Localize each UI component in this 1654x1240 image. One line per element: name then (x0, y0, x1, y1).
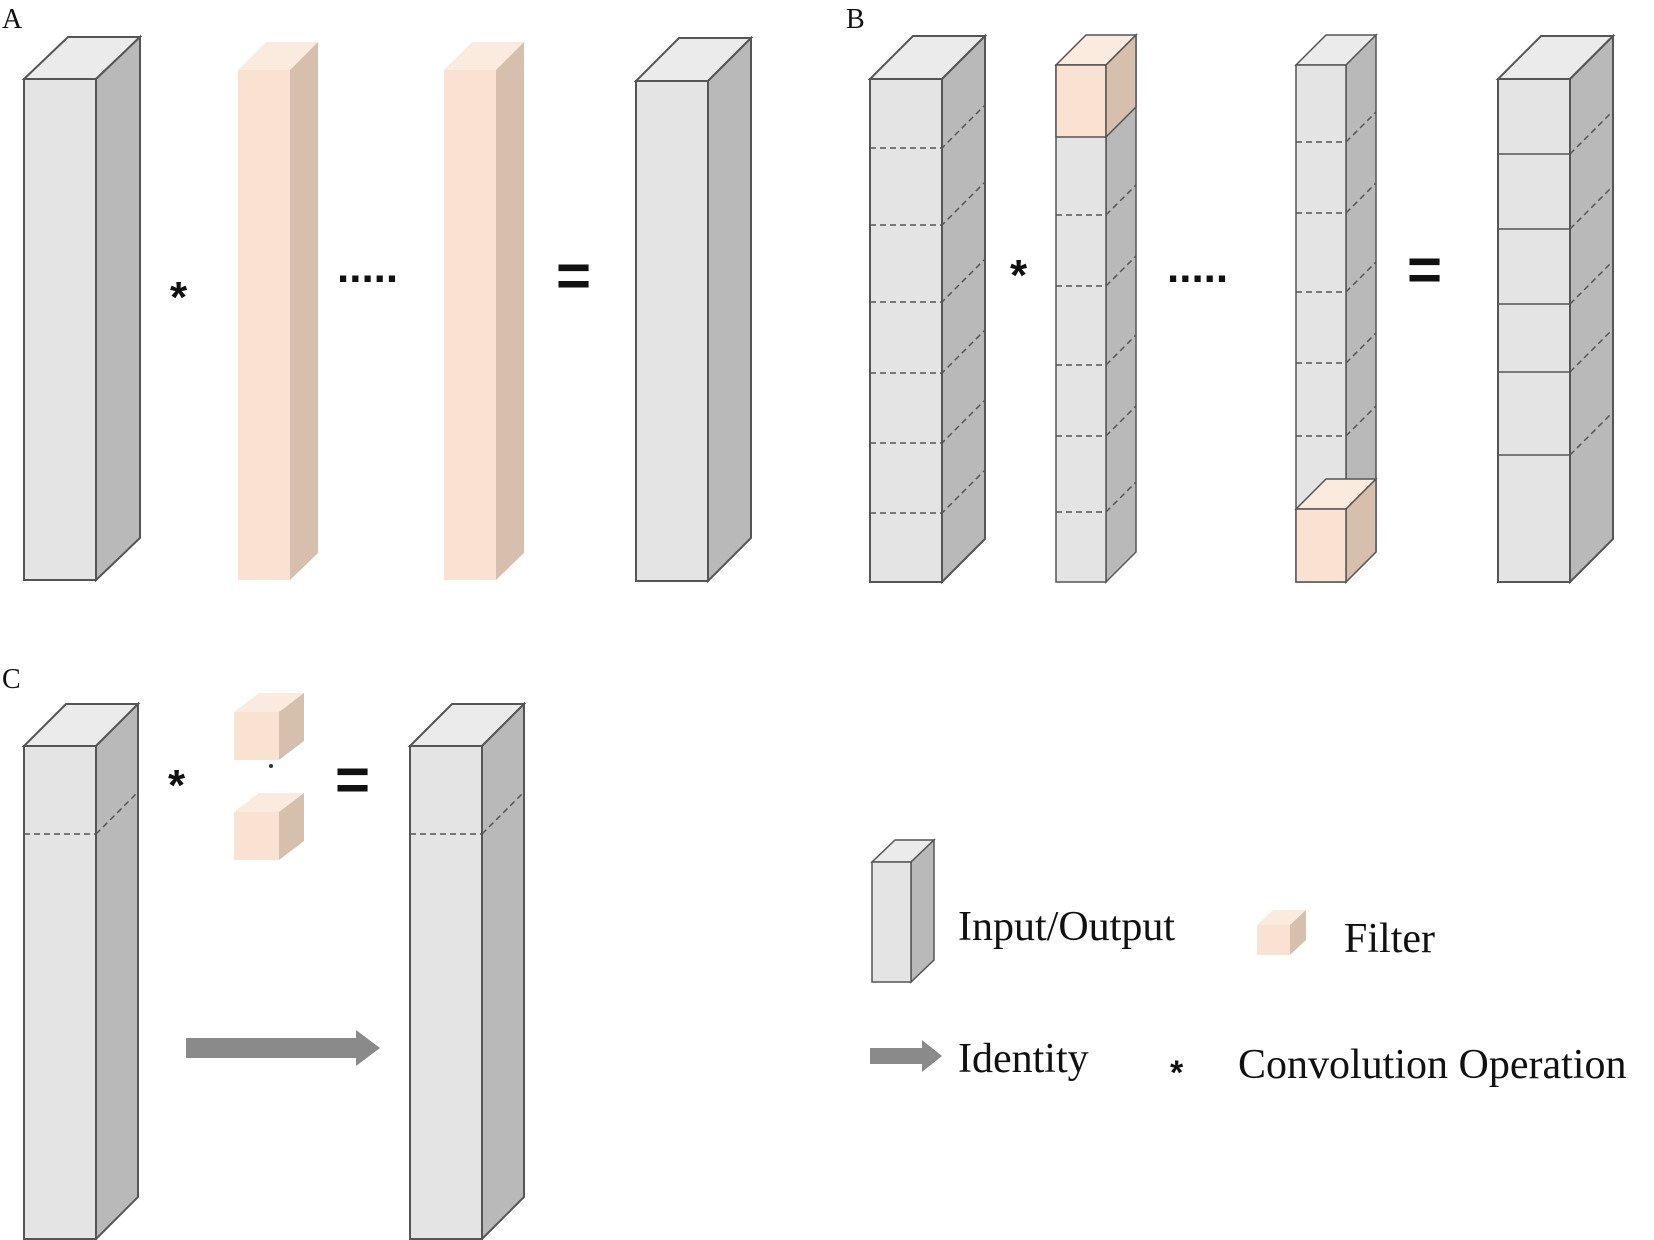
panel-b-active-filter-top (1055, 64, 1107, 138)
legend-filter-swatch (1257, 910, 1306, 955)
panel-b-filter-stack-last (1294, 33, 1378, 584)
panel-b-ellipsis: ..... (1167, 243, 1228, 292)
panel-c-convolution-symbol: * (168, 761, 186, 810)
legend-convolution-symbol: * (1170, 1054, 1184, 1092)
legend-identity-label: Identity (958, 1036, 1089, 1082)
panel-a-ellipsis: ..... (337, 243, 398, 292)
panel-a-label: A (2, 4, 23, 35)
legend: Input/Output Filter Identity * Convoluti… (870, 838, 1626, 1092)
panel-a-input-block (21, 34, 143, 583)
legend-identity-arrow (870, 1040, 942, 1072)
panel-b-output-block (1495, 33, 1616, 585)
panel-a-equals-symbol: = (556, 242, 591, 309)
panel-c-equals-symbol: = (335, 746, 370, 813)
panel-c-label: C (2, 664, 21, 695)
panel-a-filter-first (238, 42, 318, 580)
legend-input-output-swatch (870, 838, 936, 984)
panel-a-convolution-symbol: * (170, 273, 188, 322)
panel-c-filter-dot-upper (269, 764, 273, 768)
panel-b-filter-stack-first (1054, 33, 1138, 584)
panel-c-filter-cube-bottom (234, 793, 304, 860)
panel-c-filter-cube-top (234, 693, 304, 760)
panel-b-equals-symbol: = (1407, 236, 1442, 303)
panel-c-output-block (407, 701, 527, 1240)
panel-a-output-block (633, 35, 754, 584)
panel-b-convolution-symbol: * (1010, 251, 1028, 300)
legend-filter-label: Filter (1344, 916, 1435, 962)
panel-a-filter-last (444, 42, 524, 580)
panel-b-active-filter-bottom (1295, 508, 1347, 583)
legend-convolution-operation-label: Convolution Operation (1238, 1042, 1626, 1088)
panel-c-identity-arrow (186, 1030, 380, 1066)
panel-c-input-block (21, 701, 141, 1240)
legend-input-output-label: Input/Output (958, 904, 1175, 950)
panel-b-input-block (867, 33, 988, 585)
panel-b-label: B (846, 4, 865, 35)
